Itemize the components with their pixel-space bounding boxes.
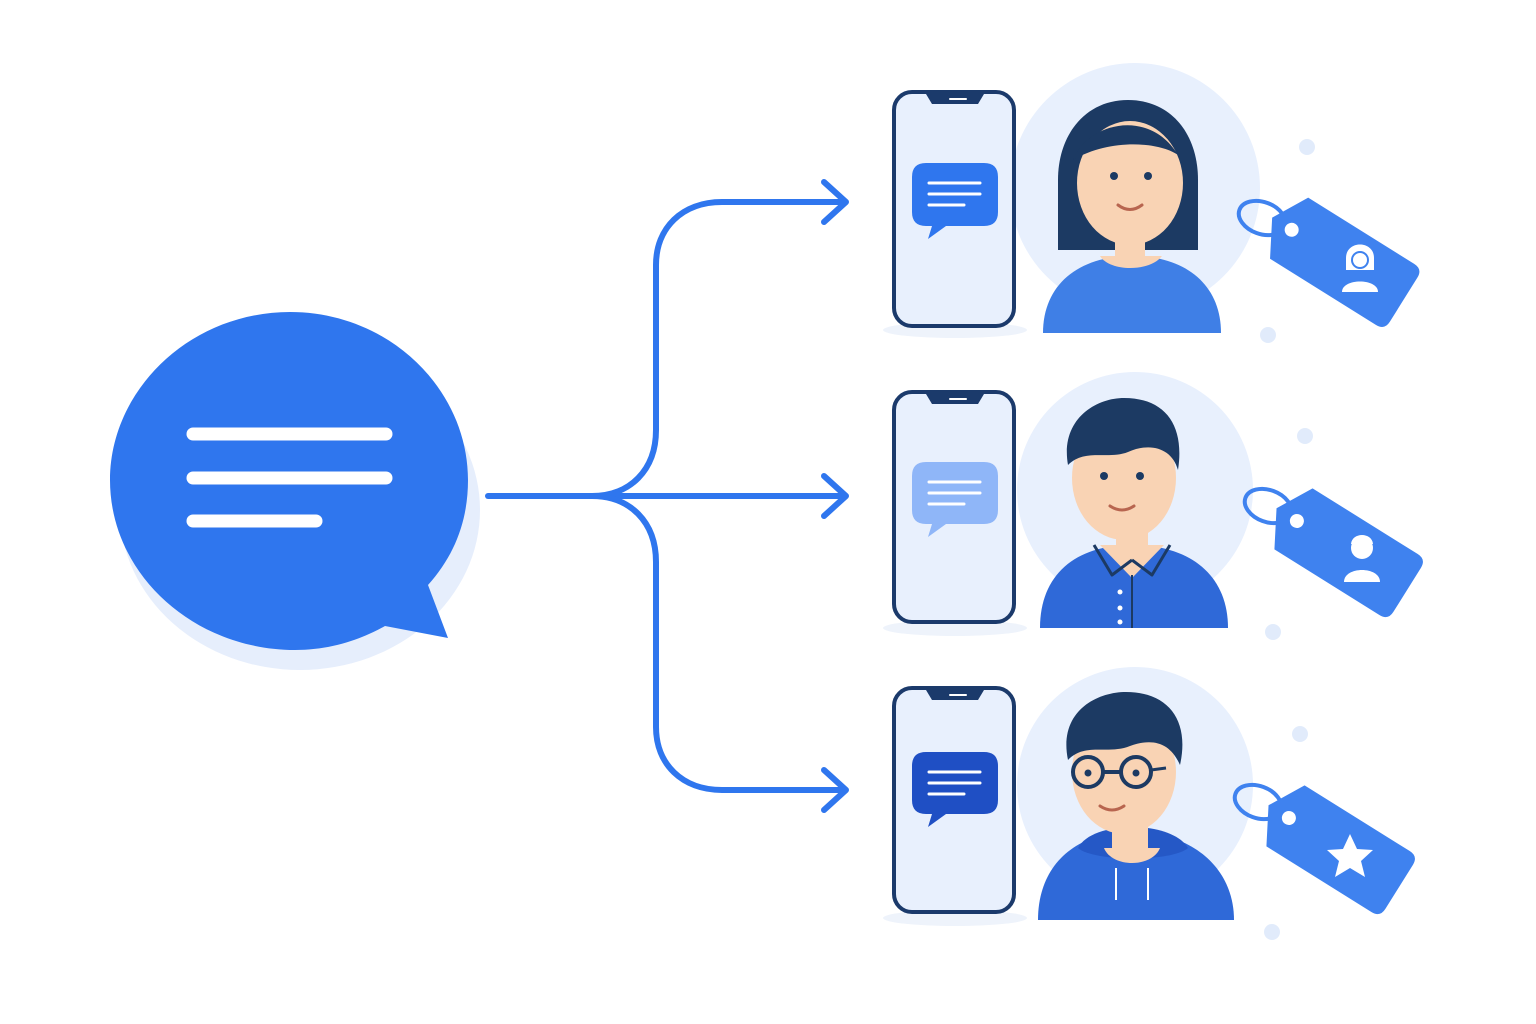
connector-top [589,199,843,499]
star-icon [1327,834,1373,877]
decor-dot [1299,139,1315,155]
arrowhead-middle-icon [821,473,849,519]
chat-bubble-icon [912,163,998,239]
woman-user-icon [1342,244,1378,292]
recipient-row-1 [883,63,1420,343]
woman-avatar [1043,100,1221,333]
decor-dot [1292,726,1308,742]
man-with-glasses-avatar [1038,692,1234,920]
branch-connectors [485,179,849,813]
recipient-row-2 [883,372,1423,640]
woman-user-tag [1236,197,1420,327]
star-tag [1232,782,1415,915]
source-message [110,312,480,670]
message-lines-icon [186,427,393,528]
arrowhead-top-icon [821,179,849,225]
decor-dot [1265,624,1281,640]
arrowhead-bottom-icon [821,767,849,813]
decor-dot [1260,327,1276,343]
decor-dot [1297,428,1313,444]
man-avatar [1040,398,1228,628]
chat-bubble-icon [912,752,998,827]
decor-dot [1264,924,1280,940]
man-user-tag [1242,486,1423,618]
connector-bottom [589,493,843,793]
man-user-icon [1344,535,1380,582]
recipient-row-3 [883,667,1415,940]
chat-bubble-icon [912,462,998,537]
